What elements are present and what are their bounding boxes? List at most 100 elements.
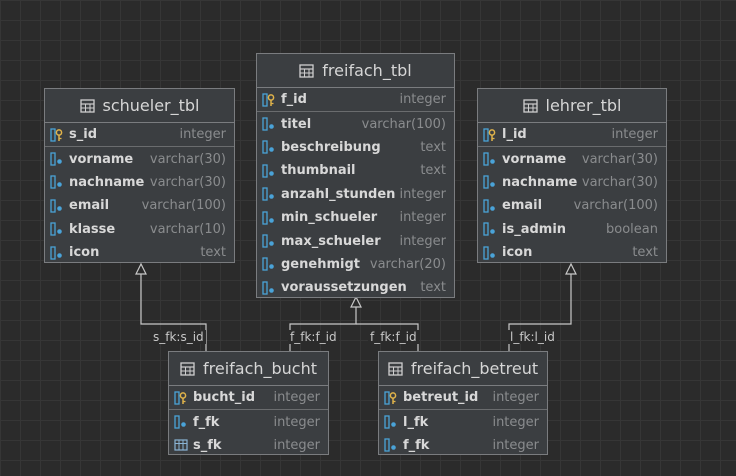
column-type: varchar(30) [149, 174, 226, 190]
column-row[interactable]: genehmigt varchar(20) [257, 253, 454, 276]
index-column-icon [173, 438, 189, 452]
column-name: is_admin [502, 221, 567, 237]
column-type: boolean [606, 221, 658, 237]
column-icon [261, 164, 277, 178]
column-type: varchar(30) [581, 174, 658, 190]
column-name: icon [502, 245, 533, 261]
arrow-head-icon [135, 262, 147, 275]
column-type: varchar(100) [361, 116, 446, 132]
table-icon [522, 98, 538, 113]
column-name: f_id [281, 92, 307, 108]
column-name: thumbnail [281, 163, 356, 179]
table-title: freifach_bucht [202, 359, 318, 378]
table-title: schueler_tbl [102, 96, 200, 115]
column-icon [383, 415, 399, 429]
column-row[interactable]: f_id integer [257, 88, 454, 111]
arrow-head-icon [350, 295, 362, 308]
column-type: integer [492, 390, 539, 406]
column-icon [261, 187, 277, 201]
key-column-icon [261, 93, 277, 107]
column-name: genehmigt [281, 256, 360, 272]
column-name: email [502, 198, 543, 214]
table-icon [79, 98, 95, 113]
column-icon [383, 438, 399, 453]
table-header[interactable]: schueler_tbl [45, 89, 234, 123]
column-type: integer [492, 414, 539, 430]
column-name: beschreibung [281, 139, 381, 155]
column-name: nachname [69, 174, 145, 190]
column-icon [261, 234, 277, 248]
table-title: freifach_betreut [410, 359, 539, 378]
column-icon [482, 175, 498, 190]
column-type: integer [399, 92, 446, 108]
column-name: l_fk [403, 414, 429, 430]
column-type: text [420, 139, 446, 155]
column-icon [261, 117, 277, 131]
table-header[interactable]: lehrer_tbl [478, 89, 666, 123]
column-type: varchar(10) [149, 221, 226, 237]
arrow-head-icon [565, 262, 577, 275]
column-row[interactable]: l_fk integer [379, 410, 547, 433]
column-row[interactable]: beschreibung text [257, 136, 454, 159]
column-name: nachname [502, 174, 578, 190]
column-name: l_id [502, 127, 527, 143]
column-name: klasse [69, 221, 116, 237]
column-icon [261, 140, 277, 155]
column-row[interactable]: max_schueler integer [257, 229, 454, 252]
column-type: integer [273, 437, 320, 453]
column-type: varchar(100) [141, 198, 226, 214]
column-icon [482, 199, 498, 213]
column-name: bucht_id [193, 390, 255, 406]
column-name: vorname [69, 151, 134, 167]
relation-line[interactable] [140, 270, 207, 352]
table-header[interactable]: freifach_bucht [169, 352, 328, 386]
relation-line[interactable] [289, 304, 357, 352]
table-title: lehrer_tbl [545, 96, 622, 115]
column-icon [261, 281, 277, 295]
column-name: min_schueler [281, 210, 378, 226]
table-header[interactable]: freifach_tbl [257, 54, 454, 88]
column-row[interactable]: klasse varchar(10) [45, 218, 234, 241]
column-type: text [200, 245, 226, 261]
column-name: anzahl_stunden [281, 186, 396, 202]
column-row[interactable]: is_admin boolean [478, 218, 666, 241]
column-name: max_schueler [281, 233, 381, 249]
primary-key-section: f_id integer [257, 88, 454, 113]
column-type: varchar(20) [369, 256, 446, 272]
table-header[interactable]: freifach_betreut [379, 352, 547, 386]
column-name: f_fk [403, 437, 430, 453]
column-type: integer [399, 233, 446, 249]
